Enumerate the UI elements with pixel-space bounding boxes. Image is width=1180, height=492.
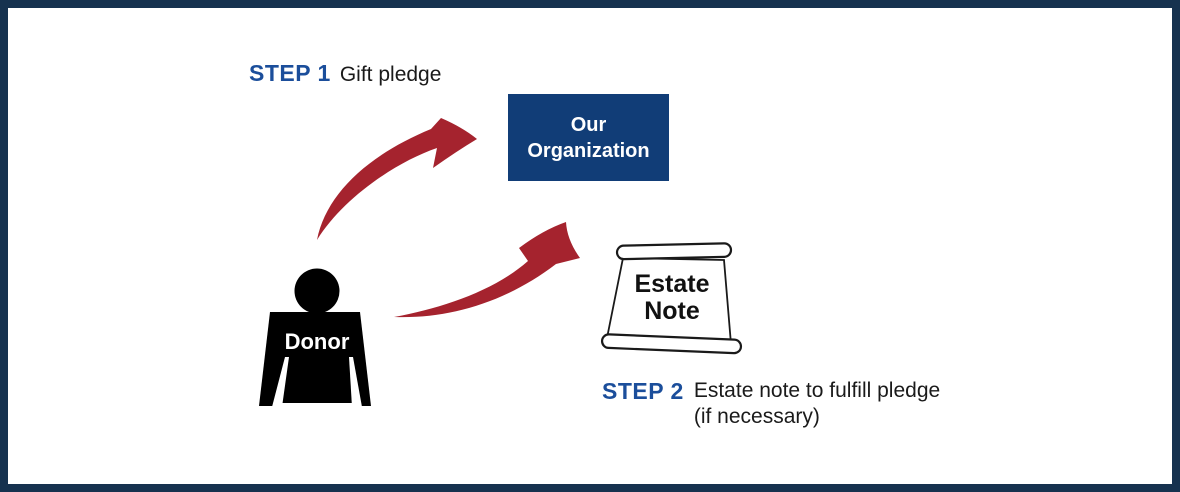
step1-text: Gift pledge [339,63,442,86]
estate-note-label-line1: Estate [634,270,710,298]
step2-text-line2: (if necessary) [693,405,820,428]
estate-note-label: Estate Note [610,271,734,325]
step2-label: STEP 2 [602,378,684,404]
donor-torso-trim [282,403,352,408]
step2-text: Estate note to fulfill pledge (if necess… [694,378,940,430]
scroll-bottom-roll [600,333,743,355]
donor-figure-icon [259,268,371,408]
step1-caption: STEP 1 Gift pledge [249,60,441,87]
step1-label: STEP 1 [249,60,331,86]
step2-text-line1: Estate note to fulfill pledge [693,379,941,402]
step2-caption: STEP 2 Estate note to fulfill pledge (if… [602,378,940,430]
donor-arm-gap-right [349,357,362,407]
donor-arm-gap-left [272,357,289,407]
estate-note-scroll-icon [600,242,743,355]
estate-note-label-line2: Note [644,297,700,325]
organization-box: Our Organization [508,94,669,181]
donor-label: Donor [284,329,350,354]
donor-head [294,268,340,314]
scroll-top-roll [615,242,733,261]
gift-pledge-arrow-icon [317,118,477,240]
organization-label-line2: Organization [527,139,650,162]
estate-note-arrow-icon [394,222,580,318]
organization-label-line1: Our [570,113,607,136]
donor-body [259,312,371,406]
